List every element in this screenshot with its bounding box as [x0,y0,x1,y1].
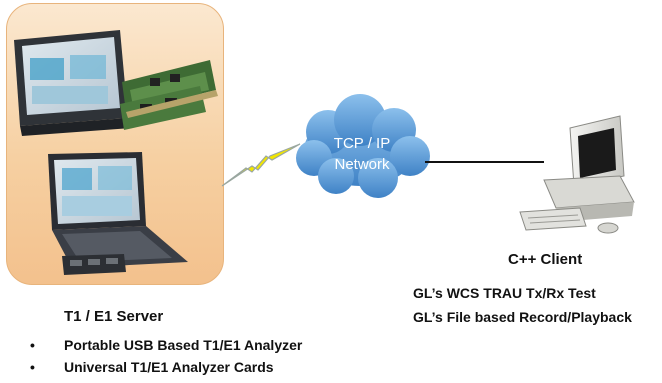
server-bullet-item: • Universal T1/E1 Analyzer Cards [30,357,274,377]
client-line-record-playback: GL’s File based Record/Playback [413,309,632,325]
analyzer-cards-icon [120,60,218,130]
client-line-wcs-trau: GL’s WCS TRAU Tx/Rx Test [413,285,596,301]
bullet-text: Portable USB Based T1/E1 Analyzer [64,337,303,353]
bullet-icon: • [30,337,35,353]
network-label-line2: Network [334,156,390,173]
client-label: C++ Client [508,251,583,268]
server-label: T1 / E1 Server [64,308,164,325]
laptop-icon [48,152,188,268]
network-label-line1: TCP / IP [334,135,390,152]
network-cloud-icon: TCP / IP Network [296,94,430,198]
desktop-client-icon [519,115,635,234]
wireless-link-icon [221,143,301,187]
usb-analyzer-icon [62,254,126,275]
bullet-icon: • [30,359,35,375]
server-bullet-item: • Portable USB Based T1/E1 Analyzer [30,335,302,355]
bullet-text: Universal T1/E1 Analyzer Cards [64,359,274,375]
portable-analyzer-icon [14,30,132,136]
